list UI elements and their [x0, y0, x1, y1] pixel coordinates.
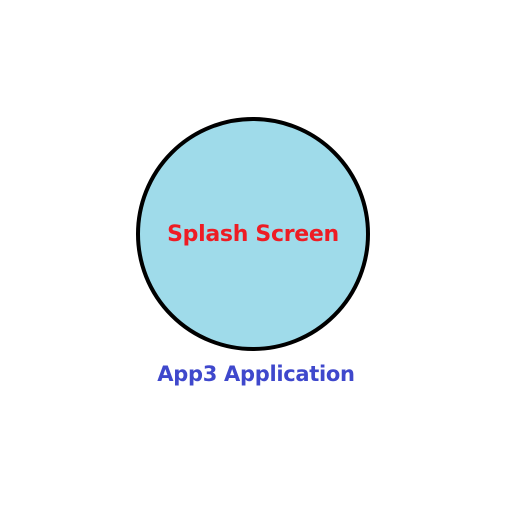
- app-name-label: App3 Application: [157, 362, 355, 386]
- splash-circle: Splash Screen: [136, 117, 370, 351]
- splash-screen-label: Splash Screen: [167, 221, 339, 247]
